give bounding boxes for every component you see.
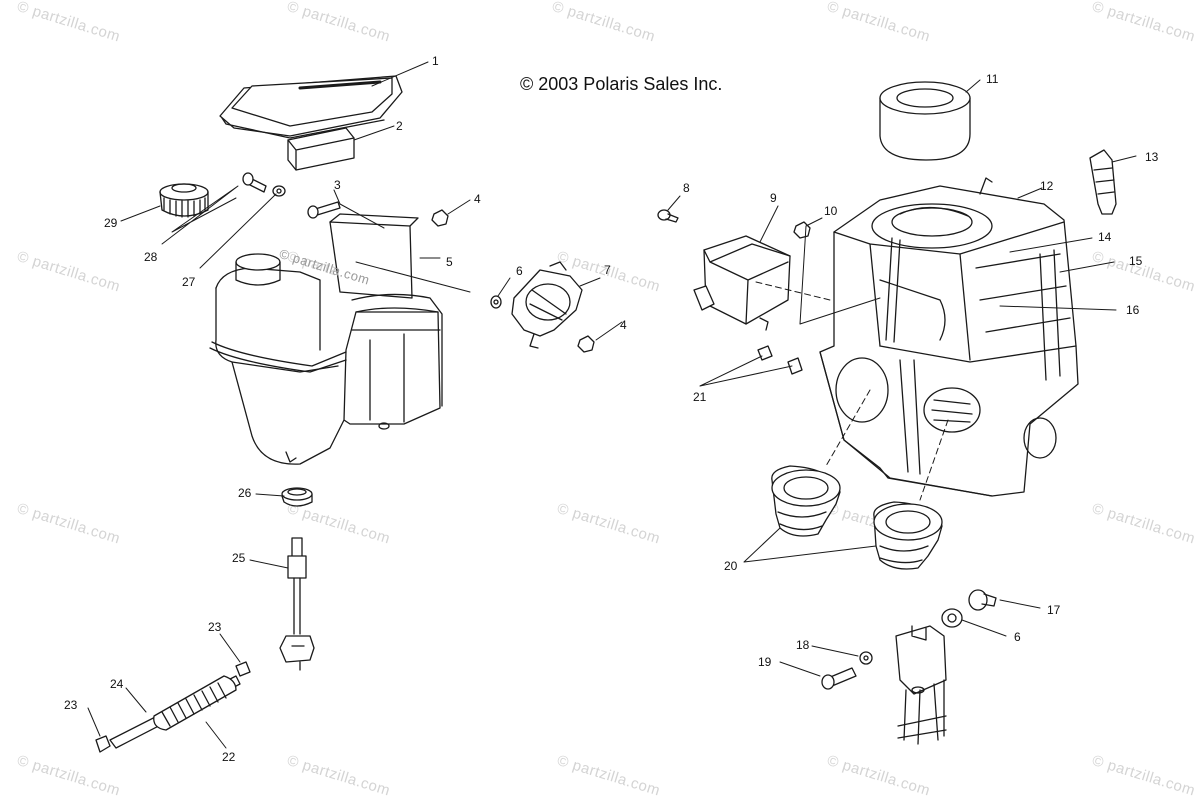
part-29-cap [159, 183, 209, 218]
callout-3: 3 [334, 178, 341, 192]
part-22-spring-hose [95, 661, 251, 753]
part-7-valve [511, 261, 583, 349]
callout-14: 14 [1098, 230, 1112, 244]
callout-27: 27 [182, 275, 196, 289]
callout-9: 9 [770, 191, 777, 205]
part-1-cover [219, 75, 403, 139]
part-8-screw [657, 209, 679, 223]
callout-8: 8 [683, 181, 690, 195]
callout-20: 20 [724, 559, 738, 573]
part-13-clip [1089, 149, 1117, 215]
callout-23: 23 [64, 698, 78, 712]
callout-29: 29 [104, 216, 118, 230]
part-airbox [819, 177, 1079, 497]
part-28-bolt [242, 172, 286, 197]
part-4-nut [431, 209, 595, 353]
callout-15: 15 [1129, 254, 1143, 268]
part-11-ring [879, 81, 971, 161]
leader-lines [87, 61, 1137, 749]
callout-12: 12 [1040, 179, 1054, 193]
callout-6: 6 [1014, 630, 1021, 644]
callout-4: 4 [620, 318, 627, 332]
part-2-block [287, 127, 355, 171]
callout-10: 10 [824, 204, 838, 218]
part-9-module [693, 235, 791, 331]
callout-19: 19 [758, 655, 772, 669]
part-18-washer [859, 651, 873, 665]
callout-2: 2 [396, 119, 403, 133]
copyright-text: © 2003 Polaris Sales Inc. [520, 74, 723, 94]
callout-1: 1 [432, 54, 439, 68]
callout-26: 26 [238, 486, 252, 500]
part-6-washer [490, 295, 502, 309]
part-oil-tank [209, 213, 443, 465]
part-6-spacer [941, 608, 963, 628]
part-20-boot-right [873, 501, 943, 570]
callout-23: 23 [208, 620, 222, 634]
callout-11: 11 [986, 72, 999, 86]
callout-16: 16 [1126, 303, 1140, 317]
part-bracket-clamp [895, 625, 947, 745]
callout-7: 7 [604, 263, 611, 277]
part-17-bolt [968, 589, 997, 611]
part-25-sensor [279, 537, 315, 671]
callout-6: 6 [516, 264, 523, 278]
callout-21: 21 [693, 390, 707, 404]
part-20-boot-left [771, 465, 841, 537]
callout-4: 4 [474, 192, 481, 206]
part-26-grommet [281, 487, 313, 507]
part-10-nut [793, 221, 811, 239]
part-19-bolt [821, 667, 857, 690]
callout-17: 17 [1047, 603, 1061, 617]
callout-28: 28 [144, 250, 158, 264]
part-21-screws [757, 345, 803, 375]
part-3-bolt [307, 201, 341, 219]
callout-18: 18 [796, 638, 810, 652]
callout-5: 5 [446, 255, 453, 269]
callout-25: 25 [232, 551, 246, 565]
callout-13: 13 [1145, 150, 1159, 164]
callout-22: 22 [222, 750, 236, 764]
callout-24: 24 [110, 677, 124, 691]
